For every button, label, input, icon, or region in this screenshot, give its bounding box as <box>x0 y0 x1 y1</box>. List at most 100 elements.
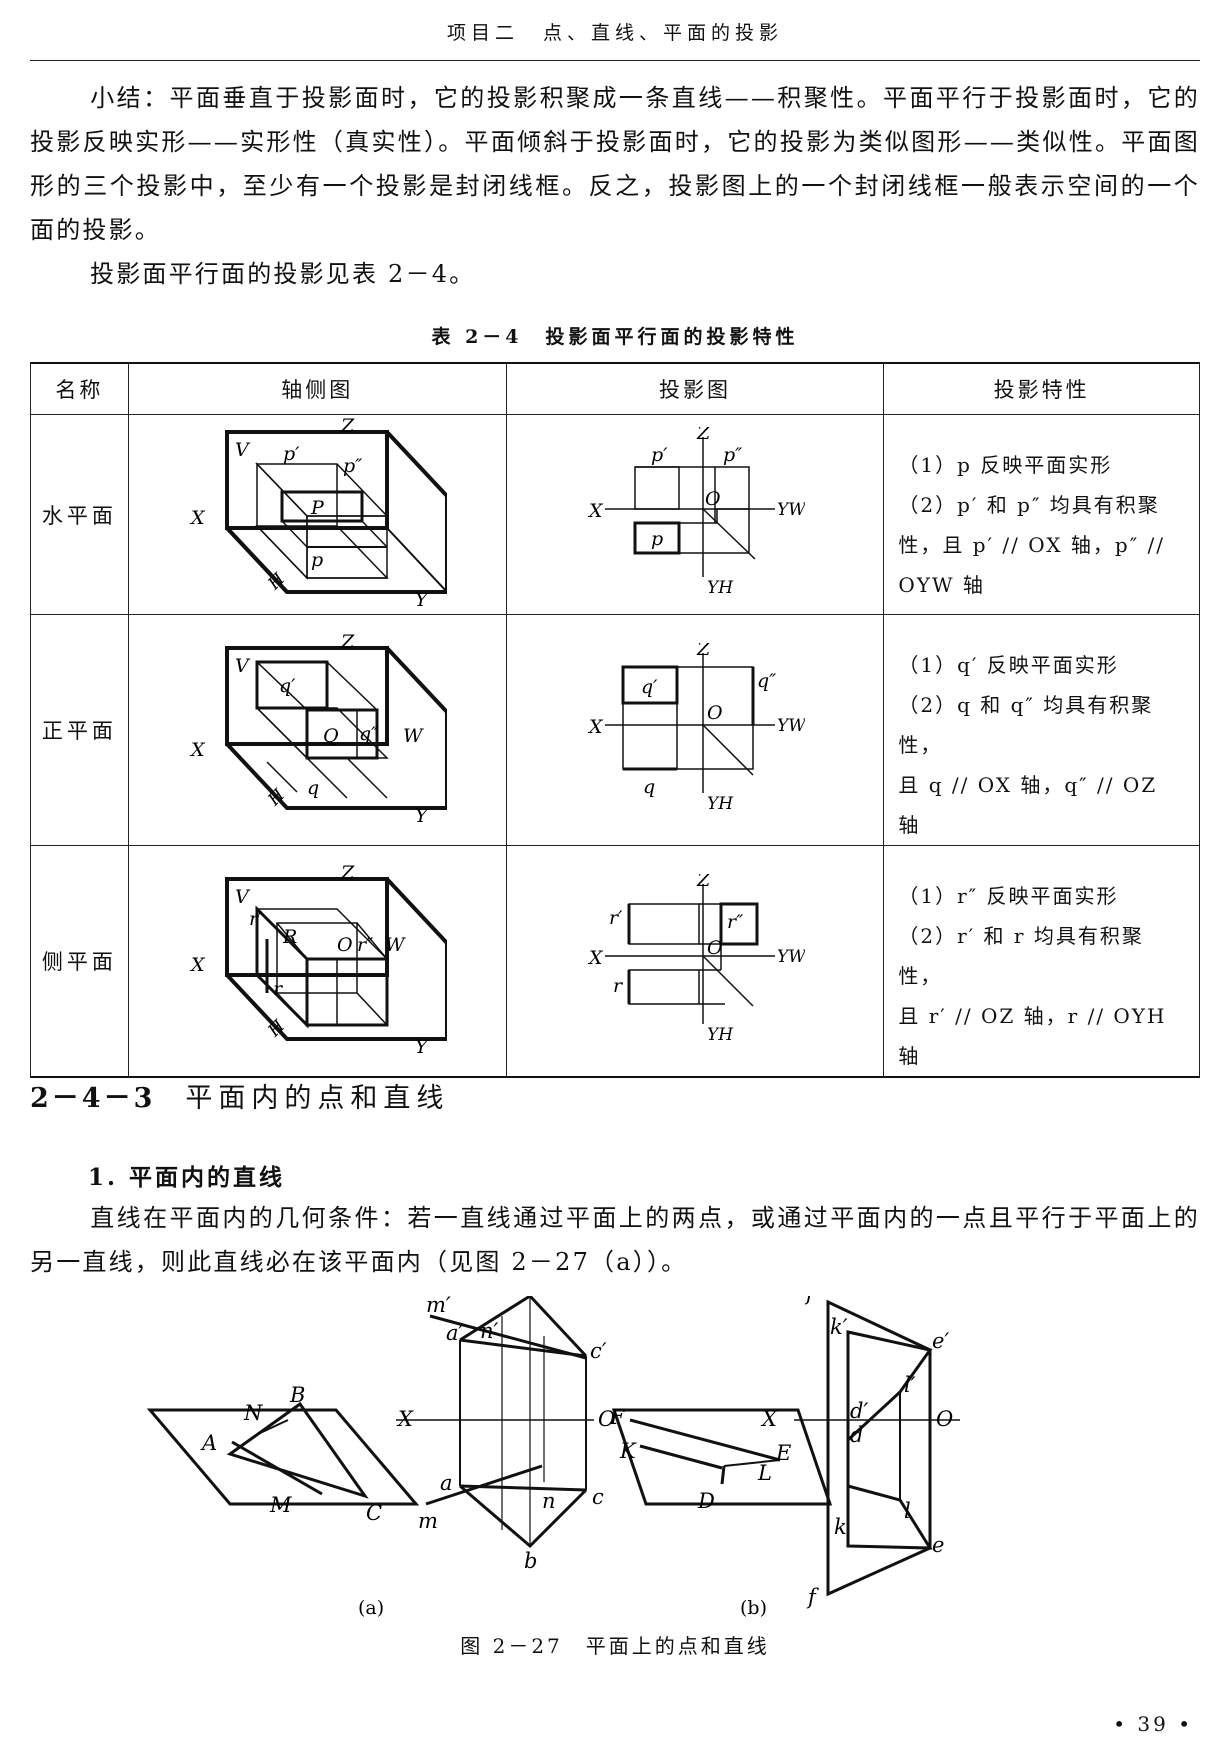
proj-label-X: X <box>587 716 604 738</box>
label-Q: Q <box>323 725 339 747</box>
section-heading: 2－4－3 平面内的点和直线 <box>30 1076 449 1115</box>
label-r: r <box>273 978 284 1000</box>
summary-paragraph: 小结：平面垂直于投影面时，它的投影积聚成一条直线——积聚性。平面平行于投影面时，… <box>30 76 1200 252</box>
body-paragraph: 直线在平面内的几何条件：若一直线通过平面上的两点，或通过平面内的一点且平行于平面… <box>30 1196 1200 1284</box>
properties-horizontal: （1）p 反映平面实形 （2）p′ 和 p″ 均具有积聚 性，且 p′ // O… <box>883 414 1200 615</box>
proj-label-r-dprime: r″ <box>727 911 743 933</box>
proj-label-p-dprime: p″ <box>723 444 742 466</box>
body-text: 直线在平面内的几何条件：若一直线通过平面上的两点，或通过平面内的一点且平行于平面… <box>30 1204 1200 1276</box>
fig-label-M: M <box>269 1493 292 1517</box>
axo-label-X: X <box>189 507 206 529</box>
page-number: • 39 • <box>1113 1712 1193 1736</box>
proj-label-q: q <box>643 776 655 798</box>
fig-label-N: N <box>243 1401 263 1425</box>
fig-label-O-b: O <box>936 1407 953 1431</box>
axo-label-W: W <box>403 725 424 747</box>
axo-label-Z: Z <box>340 416 355 437</box>
projection-frontal-svg: X Z O YW YH q′ q″ q <box>587 638 807 814</box>
axo-label-Z: Z <box>340 632 355 653</box>
fig-label-k-prime: k′ <box>830 1315 848 1339</box>
proj-label-r-prime: r′ <box>609 907 623 929</box>
label-R: R <box>282 926 297 948</box>
axo-label-Y: Y <box>415 805 430 824</box>
axonometric-figure-profile: V X Z Y H W r′ r″ R O r <box>127 845 507 1078</box>
row-name: 侧平面 <box>30 845 129 1078</box>
label-q-dprime: q″ <box>359 723 378 745</box>
proj-label-r: r <box>613 975 624 997</box>
axo-label-V: V <box>235 886 251 908</box>
table-row: 水平面 <box>30 414 1200 615</box>
row-name: 水平面 <box>30 414 129 615</box>
fig-label-k: k <box>834 1515 847 1539</box>
fig-sub-b: (b) <box>740 1597 767 1619</box>
proj-label-YW: YW <box>777 500 805 520</box>
fig-label-m-prime: m′ <box>426 1296 451 1317</box>
fig-label-l-prime: l′ <box>904 1373 916 1397</box>
proj-label-O: O <box>707 937 723 959</box>
property-line: （1）q′ 反映平面实形 <box>898 653 1119 677</box>
fig-label-F: F <box>609 1405 626 1429</box>
axo-label-Y: Y <box>415 589 430 608</box>
section-number: 2－4－3 <box>30 1083 156 1114</box>
proj-label-q-dprime: q″ <box>757 670 776 692</box>
property-line: 性，且 p′ // OX 轴，p″ // <box>898 533 1165 557</box>
proj-label-p: p <box>651 528 663 550</box>
proj-label-X: X <box>587 500 604 522</box>
proj-label-q-prime: q′ <box>641 676 658 698</box>
label-q-prime: q′ <box>279 675 296 697</box>
property-line: （1）r″ 反映平面实形 <box>898 884 1119 908</box>
fig-label-f: f <box>806 1585 819 1609</box>
proj-label-O: O <box>705 488 721 510</box>
label-r-prime: r′ <box>249 908 263 930</box>
fig-label-e: e <box>932 1533 944 1557</box>
axo-label-V: V <box>235 439 251 461</box>
proj-label-O: O <box>707 702 723 724</box>
header-properties: 投影特性 <box>883 362 1200 415</box>
header-rule <box>30 60 1200 61</box>
proj-label-YH: YH <box>707 1025 734 1044</box>
fig-label-L: L <box>757 1461 772 1485</box>
axo-label-V: V <box>235 655 251 677</box>
fig-label-K: K <box>619 1439 637 1463</box>
subsection-heading: 1. 平面内的直线 <box>88 1164 286 1191</box>
projection-horizontal-svg: X Z O YW YH p′ p″ p <box>587 422 807 598</box>
fig-label-D: D <box>697 1489 715 1513</box>
figure-2-27: A B C N M a′ b′ c′ m′ n′ X O a b c m n F… <box>140 1273 1090 1630</box>
label-p-dprime: p″ <box>343 455 362 477</box>
property-line: （1）p 反映平面实形 <box>898 453 1113 477</box>
fig-label-a-prime: a′ <box>446 1321 464 1345</box>
fig-label-d-prime: d′ <box>850 1399 868 1423</box>
fig-label-n-prime: n′ <box>480 1319 499 1343</box>
projection-figure-frontal: X Z O YW YH q′ q″ q <box>505 614 885 846</box>
label-p: p <box>311 549 323 571</box>
header-name: 名称 <box>30 362 129 415</box>
axo-label-Y: Y <box>415 1036 430 1055</box>
proj-label-Z: Z <box>696 874 711 891</box>
property-line: （2）p′ 和 p″ 均具有积聚 <box>898 493 1160 517</box>
axo-label-Z: Z <box>340 863 355 884</box>
property-line: 且 r′ // OZ 轴，r // OYH 轴 <box>898 1004 1167 1068</box>
axonometric-horizontal-svg: V X Z Y H p′ p″ P p <box>189 415 450 611</box>
fig-label-X-a: X <box>396 1407 414 1431</box>
property-line: （2）q 和 q″ 均具有积聚性， <box>898 693 1154 757</box>
section-title: 平面内的点和直线 <box>185 1083 450 1114</box>
header-projection: 投影图 <box>505 362 885 415</box>
table-reference-text: 投影面平行面的投影见表 2－4。 <box>90 260 476 288</box>
projection-table: 名称 轴侧图 投影图 投影特性 水平面 <box>30 362 1200 1078</box>
fig-label-m: m <box>418 1509 438 1533</box>
summary-text: 小结：平面垂直于投影面时，它的投影积聚成一条直线——积聚性。平面平行于投影面时，… <box>30 84 1200 244</box>
axonometric-profile-svg: V X Z Y H W r′ r″ R O r <box>189 862 450 1058</box>
label-O: O <box>337 934 353 956</box>
property-line: OYW 轴 <box>898 573 985 597</box>
proj-label-YH: YH <box>707 578 734 597</box>
fig-sub-a: (a) <box>358 1597 384 1619</box>
row-name: 正平面 <box>30 614 129 846</box>
proj-label-YH: YH <box>707 794 734 813</box>
proj-label-YW: YW <box>777 947 805 967</box>
property-line: 且 q // OX 轴，q″ // OZ 轴 <box>898 773 1158 837</box>
proj-label-YW: YW <box>777 716 805 736</box>
fig-label-f-prime: f′ <box>804 1296 819 1305</box>
figure-caption: 图 2－27 平面上的点和直线 <box>460 1634 770 1658</box>
table-row: 正平面 V <box>30 614 1200 846</box>
header-axonometric: 轴侧图 <box>127 362 507 415</box>
